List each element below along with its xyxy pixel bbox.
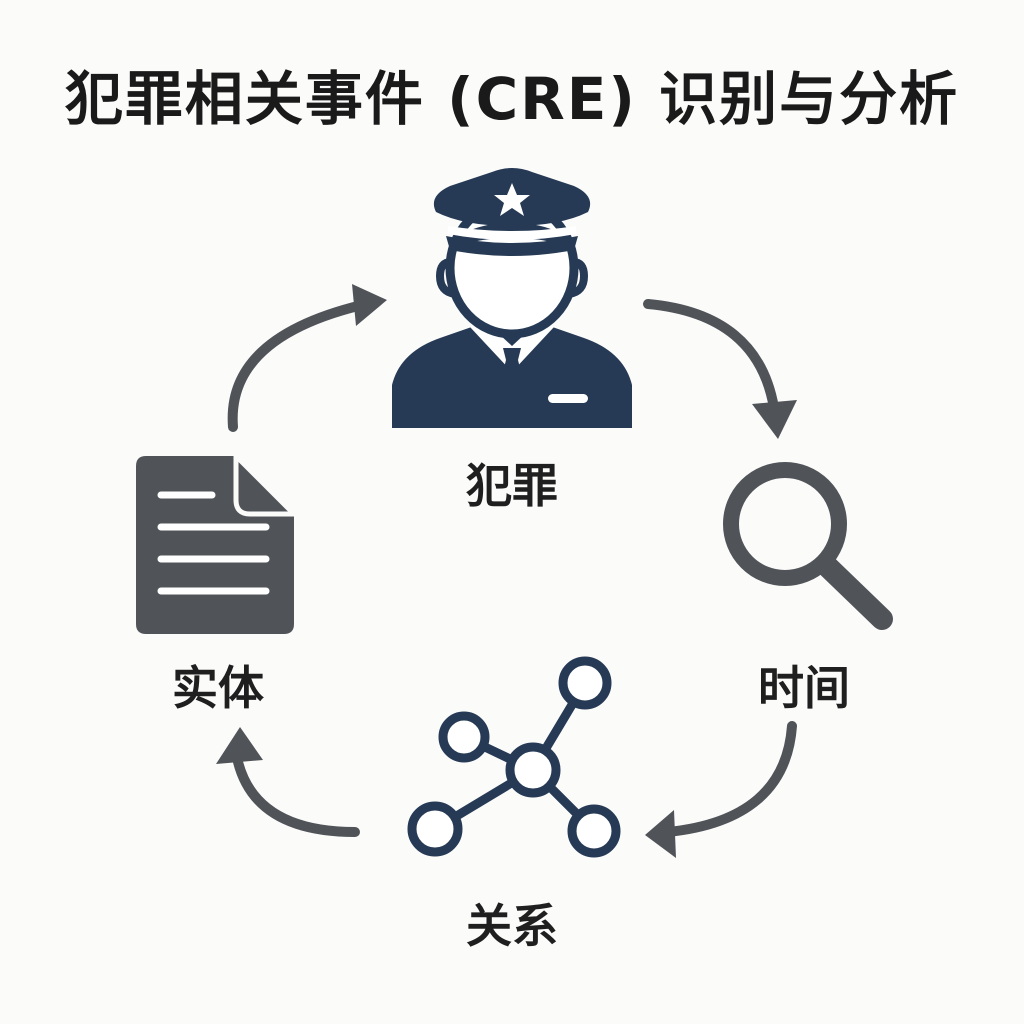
diagram-title: 犯罪相关事件 (CRE) 识别与分析 (64, 65, 960, 133)
crime-label: 犯罪 (466, 459, 558, 513)
magnifier-icon (723, 462, 893, 630)
network-graph-icon (407, 656, 621, 858)
entity-label: 实体 (172, 661, 264, 715)
relation-label: 关系 (466, 899, 558, 953)
arrow-time-to-relation (645, 721, 797, 858)
arrow-entity-to-crime (227, 284, 387, 432)
time-label: 时间 (758, 661, 850, 715)
arrow-crime-to-time (643, 299, 797, 439)
police-officer-icon (392, 168, 632, 428)
document-icon (136, 453, 297, 634)
arrow-relation-to-entity (216, 727, 360, 837)
